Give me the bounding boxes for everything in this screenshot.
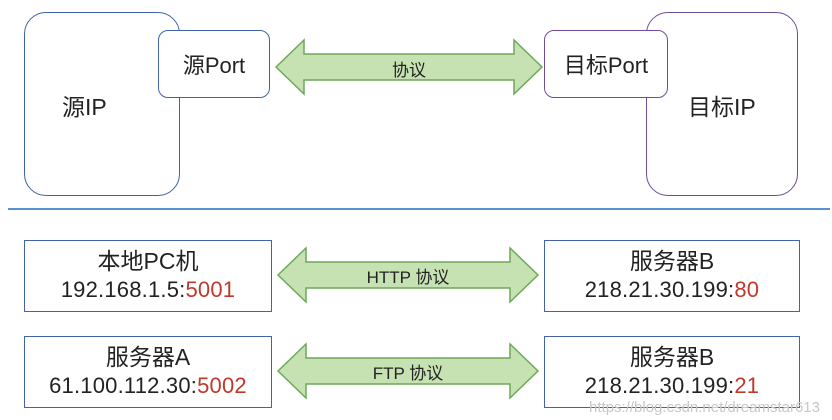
- source-port-box: 源Port: [158, 30, 270, 98]
- source-port-label: 源Port: [182, 53, 246, 78]
- row1-protocol-arrow: [276, 246, 540, 304]
- row2-right-port: 21: [734, 373, 760, 398]
- dest-ip-box: [646, 12, 798, 196]
- row2-right-ip: 218.21.30.199:: [584, 373, 735, 398]
- row2-left-port: 5002: [197, 373, 247, 398]
- row1-protocol-label: HTTP 协议: [366, 268, 450, 287]
- row1-right-title: 服务器B: [629, 248, 715, 274]
- protocol-arrow: [274, 38, 544, 96]
- row1-left-address: 192.168.1.5:5001: [25, 275, 271, 305]
- row2-protocol-arrow: [276, 342, 540, 400]
- source-ip-label: 源IP: [62, 94, 107, 120]
- row1-right-port: 80: [734, 277, 760, 302]
- row1-right-box: 服务器B 218.21.30.199:80: [544, 240, 800, 312]
- dest-port-label: 目标Port: [563, 53, 649, 78]
- row1-left-box: 本地PC机 192.168.1.5:5001: [24, 240, 272, 312]
- row2-left-title: 服务器A: [105, 344, 191, 370]
- protocol-label: 协议: [392, 61, 426, 80]
- row1-left-ip: 192.168.1.5:: [60, 277, 186, 302]
- row1-left-port: 5001: [185, 277, 236, 302]
- source-ip-box: [24, 12, 180, 196]
- row1-right-ip: 218.21.30.199:: [584, 277, 735, 302]
- section-divider: [8, 208, 830, 210]
- dest-port-box: 目标Port: [544, 30, 668, 98]
- row2-left-address: 61.100.112.30:5002: [25, 371, 271, 401]
- row2-left-box: 服务器A 61.100.112.30:5002: [24, 336, 272, 408]
- row2-left-ip: 61.100.112.30:: [49, 373, 198, 398]
- row2-right-address: 218.21.30.199:21: [545, 371, 799, 401]
- watermark: https://blog.csdn.net/dreamstar613: [589, 399, 820, 416]
- row2-right-title: 服务器B: [629, 344, 715, 370]
- row1-right-address: 218.21.30.199:80: [545, 275, 799, 305]
- row2-right-box: 服务器B 218.21.30.199:21: [544, 336, 800, 408]
- row2-protocol-label: FTP 协议: [372, 364, 444, 383]
- dest-ip-label: 目标IP: [688, 94, 756, 120]
- row1-left-title: 本地PC机: [97, 248, 199, 274]
